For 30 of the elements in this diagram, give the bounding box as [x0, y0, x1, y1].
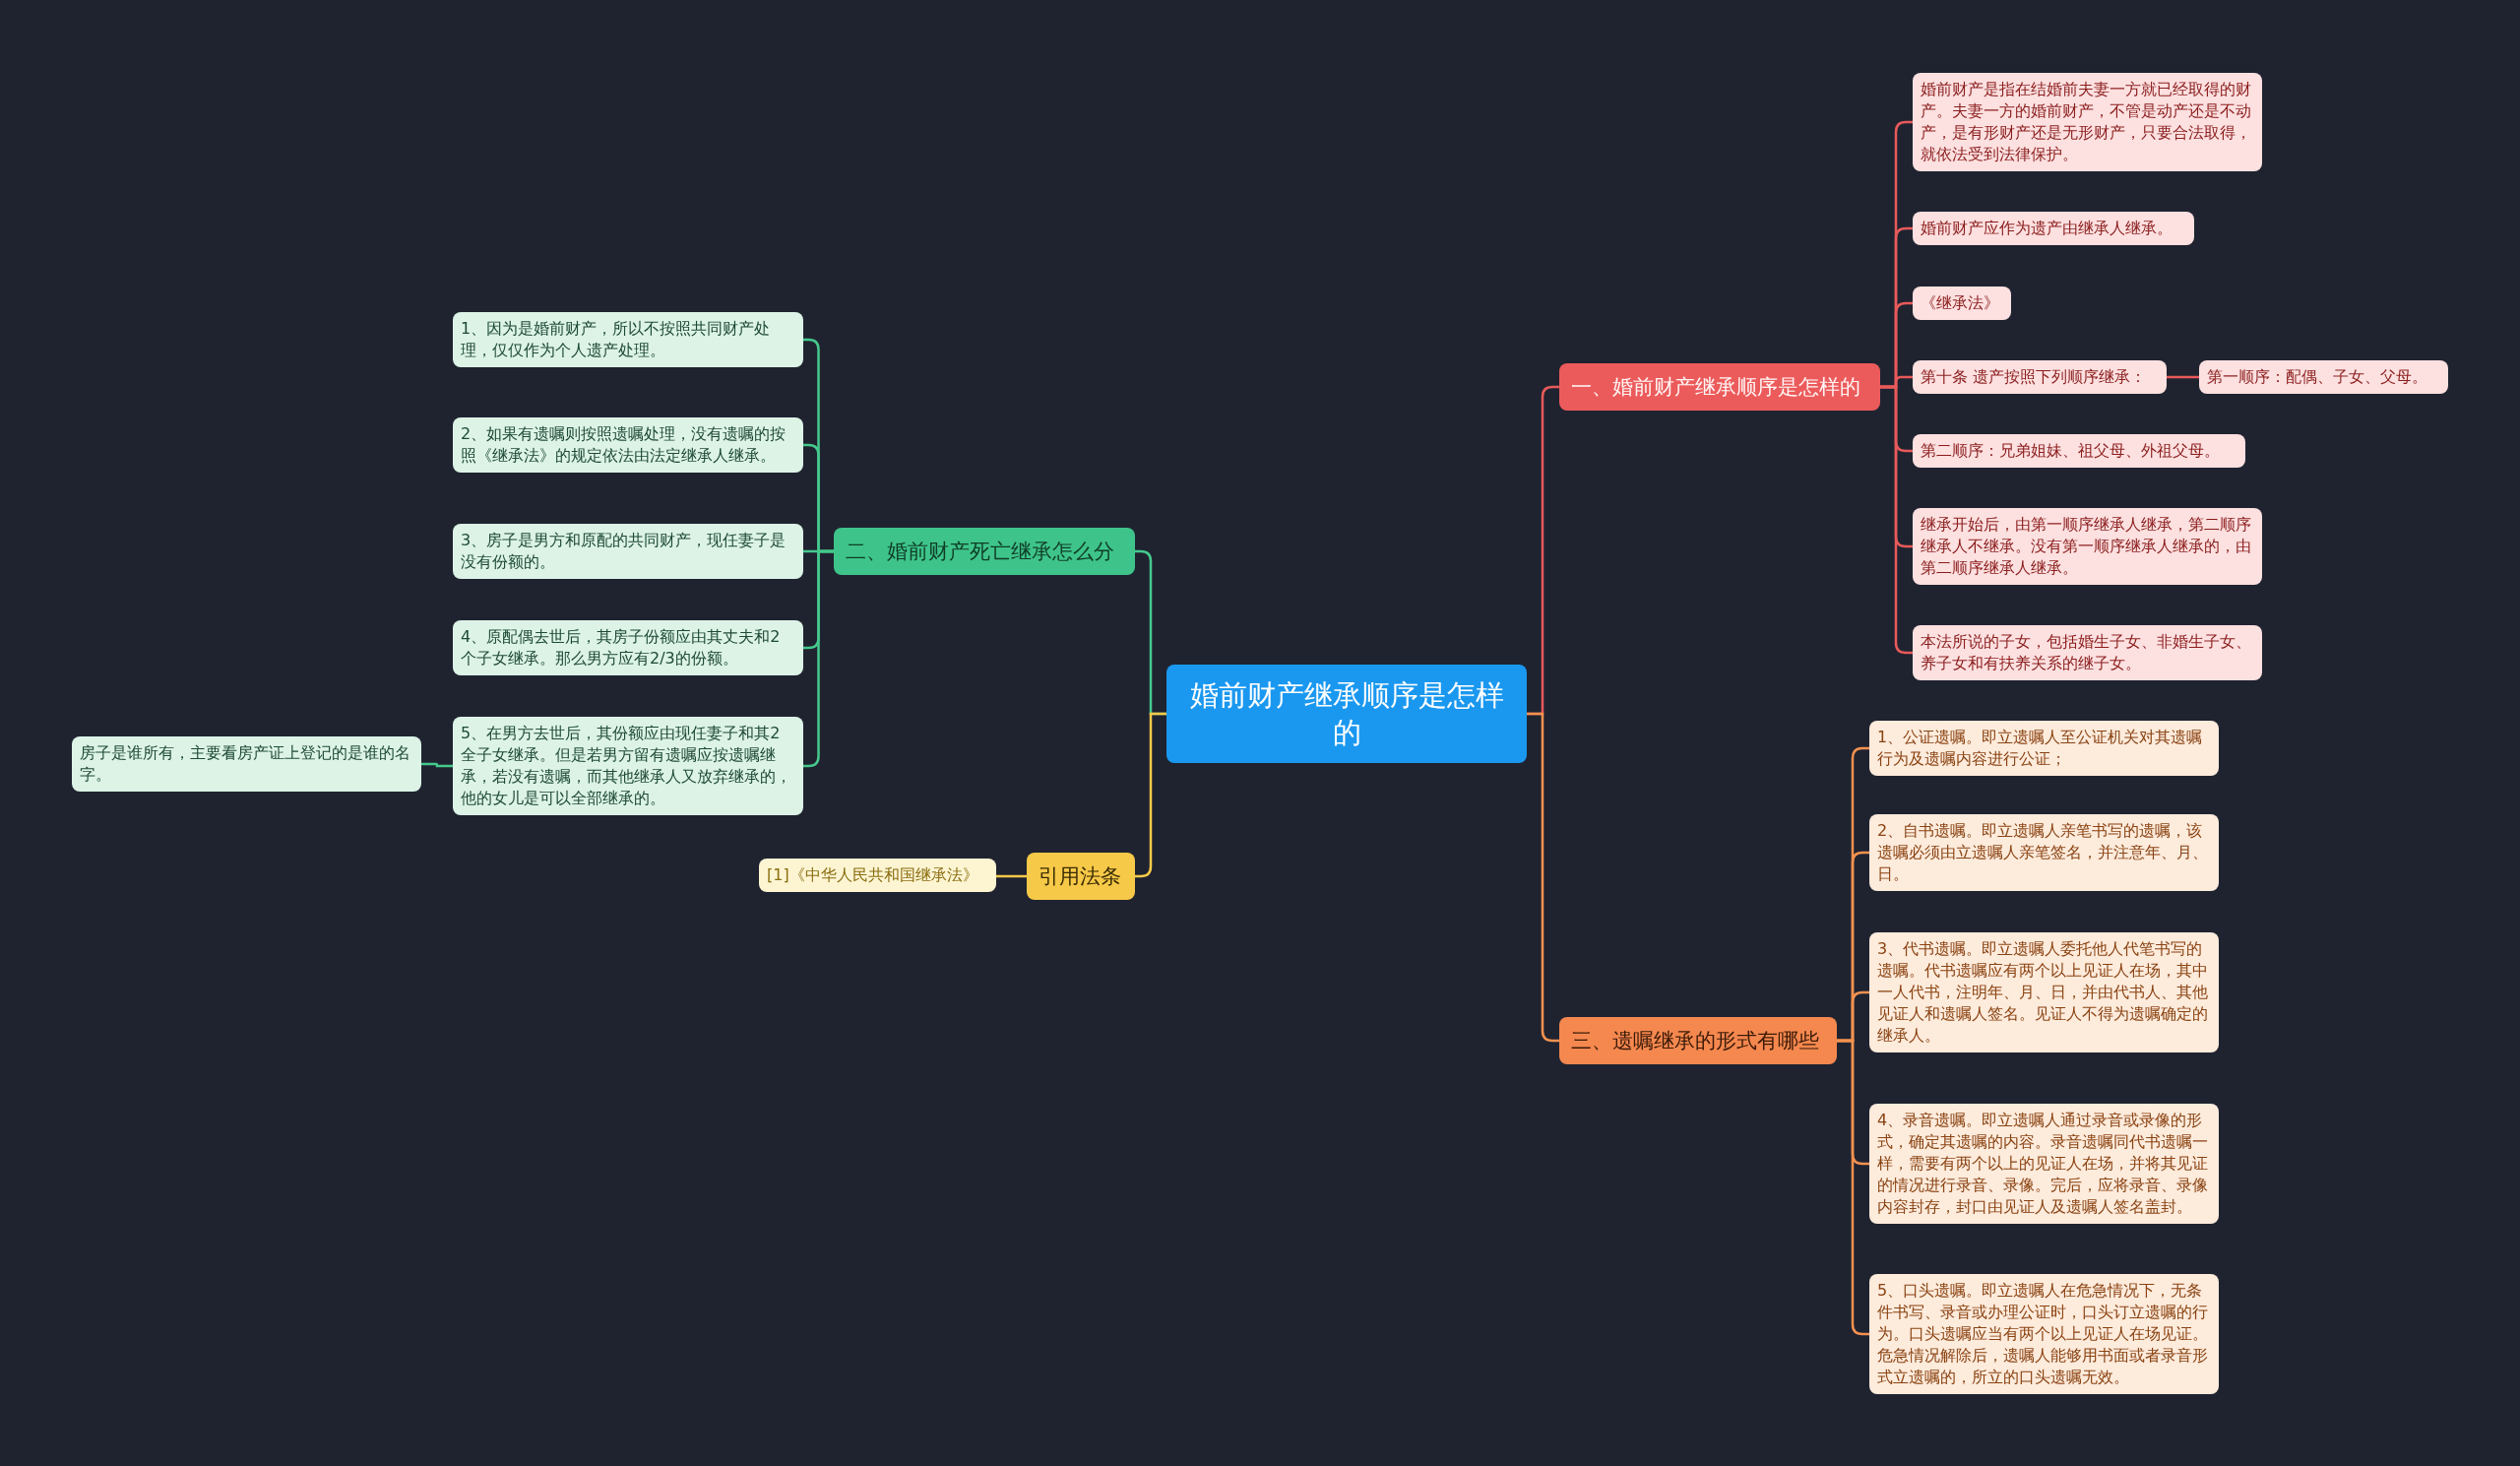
note-box: 4、录音遗嘱。即立遗嘱人通过录音或录像的形式，确定其遗嘱的内容。录音遗嘱同代书遗嘱一样，需要有两个以上的见证人在场，并将其见证的情况进行录音、录像。完后，应将录音、录像内容封存，封口由见证人及遗嘱人签名盖封。 [1869, 1104, 2219, 1224]
central-topic-box: 婚前财产继承顺序是怎样的 [1166, 665, 1527, 763]
note-box: 婚前财产应作为遗产由继承人继承。 [1913, 212, 2194, 245]
note-box: 5、口头遗嘱。即立遗嘱人在危急情况下，无条件书写、录音或办理公证时，口头订立遗嘱的行为。口头遗嘱应当有两个以上见证人在场见证。危急情况解除后，遗嘱人能够用书面或者录音形式立遗嘱的，所立的口头遗嘱无效。 [1869, 1274, 2219, 1394]
branch-topic-box: 引用法条 [1027, 853, 1135, 900]
connector-line [421, 762, 453, 768]
note-box: 婚前财产是指在结婚前夫妻一方就已经取得的财产。夫妻一方的婚前财产，不管是动产还是不动产，是有形财产还是无形财产，只要合法取得，就依法受到法律保护。 [1913, 73, 2262, 171]
connector-line [2167, 375, 2199, 379]
note-box: 2、自书遗嘱。即立遗嘱人亲笔书写的遗嘱，该遗嘱必须由立遗嘱人亲笔签名，并注意年、月、日。 [1869, 814, 2219, 891]
note-box: 3、代书遗嘱。即立遗嘱人委托他人代笔书写的遗嘱。代书遗嘱应有两个以上见证人在场，其中一人代书，注明年、月、日，并由代书人、其他见证人和遗嘱人签名。见证人不得为遗嘱确定的继承人。 [1869, 932, 2219, 1052]
note-box: 2、如果有遗嘱则按照遗嘱处理，没有遗嘱的按照《继承法》的规定依法由法定继承人继承。 [453, 417, 803, 473]
note-box: 继承开始后，由第一顺序继承人继承，第二顺序继承人不继承。没有第一顺序继承人继承的，由第二顺序继承人继承。 [1913, 508, 2262, 585]
note-box: 1、公证遗嘱。即立遗嘱人至公证机关对其遗嘱行为及遗嘱内容进行公证； [1869, 721, 2219, 776]
note-box: 3、房子是男方和原配的共同财产，现任妻子是没有份额的。 [453, 524, 803, 579]
note-box: [1]《中华人民共和国继承法》 [759, 859, 996, 892]
note-box: 房子是谁所有，主要看房产证上登记的是谁的名字。 [72, 736, 421, 792]
note-box: 1、因为是婚前财产，所以不按照共同财产处理，仅仅作为个人遗产处理。 [453, 312, 803, 367]
branch-topic-box: 三、遗嘱继承的形式有哪些 [1559, 1017, 1837, 1064]
note-box: 4、原配偶去世后，其房子份额应由其丈夫和2个子女继承。那么男方应有2/3的份额。 [453, 620, 803, 675]
connector-line [1837, 1039, 1869, 1336]
note-box: 第二顺序：兄弟姐妹、祖父母、外祖父母。 [1913, 434, 2245, 468]
connector-line [996, 874, 1027, 878]
note-box: 第一顺序：配偶、子女、父母。 [2199, 360, 2448, 394]
branch-topic-box: 二、婚前财产死亡继承怎么分 [834, 528, 1135, 575]
branch-topic-box: 一、婚前财产继承顺序是怎样的 [1559, 363, 1880, 411]
note-box: 5、在男方去世后，其份额应由现任妻子和其2全子女继承。但是若男方留有遗嘱应按遗嘱继承，若没有遗嘱，而其他继承人又放弃继承的，他的女儿是可以全部继承的。 [453, 717, 803, 815]
note-box: 《继承法》 [1913, 287, 2011, 320]
note-box: 第十条 遗产按照下列顺序继承： [1913, 360, 2167, 394]
note-box: 本法所说的子女，包括婚生子女、非婚生子女、养子女和有扶养关系的继子女。 [1913, 625, 2262, 680]
connector-line [1135, 712, 1166, 878]
